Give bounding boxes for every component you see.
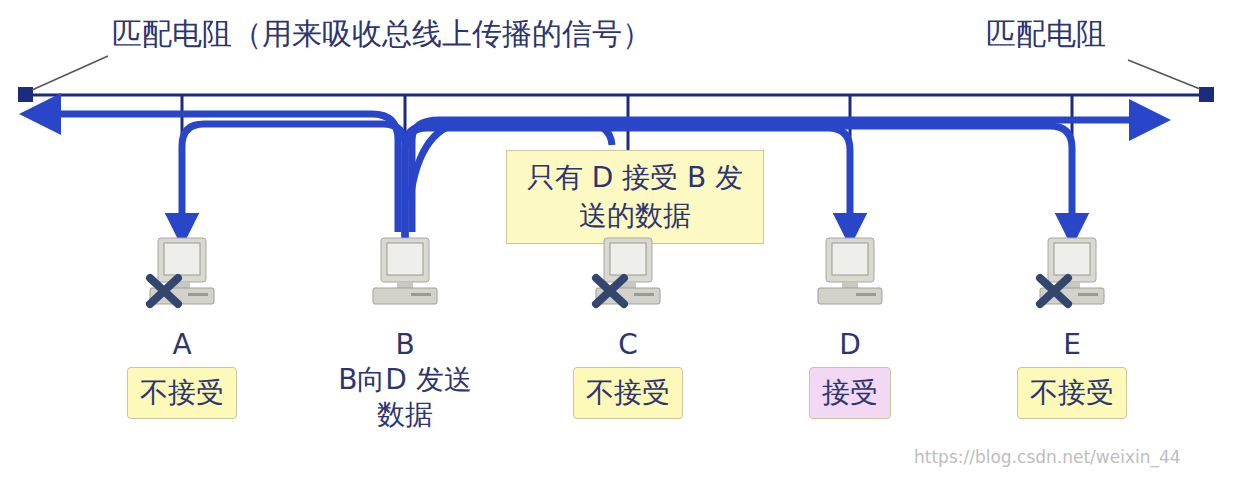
computer-icon (144, 234, 220, 310)
computer-icon (590, 234, 666, 310)
station-name: B (360, 328, 450, 361)
resistor-label: 匹配电阻（用来吸收总线上传播的信号） (112, 14, 652, 55)
leader-line (32, 56, 108, 90)
node-text: 接受 (822, 376, 878, 409)
node-text: 不接受 (140, 376, 224, 409)
station-name: C (583, 328, 673, 361)
leader-line (1128, 60, 1200, 89)
signal-arrow (405, 128, 850, 238)
station-name: D (805, 328, 895, 361)
signal-arrow (40, 114, 398, 232)
computer-icon (367, 234, 443, 310)
status-box: 不接受 (573, 367, 683, 419)
computer-node: C (583, 234, 673, 361)
status-box: 接受 (809, 367, 891, 419)
terminator-resistor (18, 87, 33, 102)
callout-box: 只有 D 接受 B 发送的数据 (506, 150, 764, 244)
computer-node: A (137, 234, 227, 361)
resistor-label: 匹配电阻 (986, 14, 1106, 55)
computer-icon (1034, 234, 1110, 310)
signal-arrow (182, 124, 405, 238)
node-text: 只有 D 接受 B 发送的数据 (527, 161, 743, 232)
computer-icon (812, 234, 888, 310)
station-name: A (137, 328, 227, 361)
action-label: B向D 发送数据 (330, 362, 480, 432)
computer-node: D (805, 234, 895, 361)
node-text: 不接受 (1030, 376, 1114, 409)
node-text: 不接受 (586, 376, 670, 409)
bus-line (25, 94, 1207, 97)
status-box: 不接受 (127, 367, 237, 419)
computer-node: E (1027, 234, 1117, 361)
status-box: 不接受 (1017, 367, 1127, 419)
station-name: E (1027, 328, 1117, 361)
watermark: https://blog.csdn.net/weixin_44 (914, 447, 1181, 467)
computer-node: B (360, 234, 450, 361)
terminator-resistor (1199, 87, 1214, 102)
